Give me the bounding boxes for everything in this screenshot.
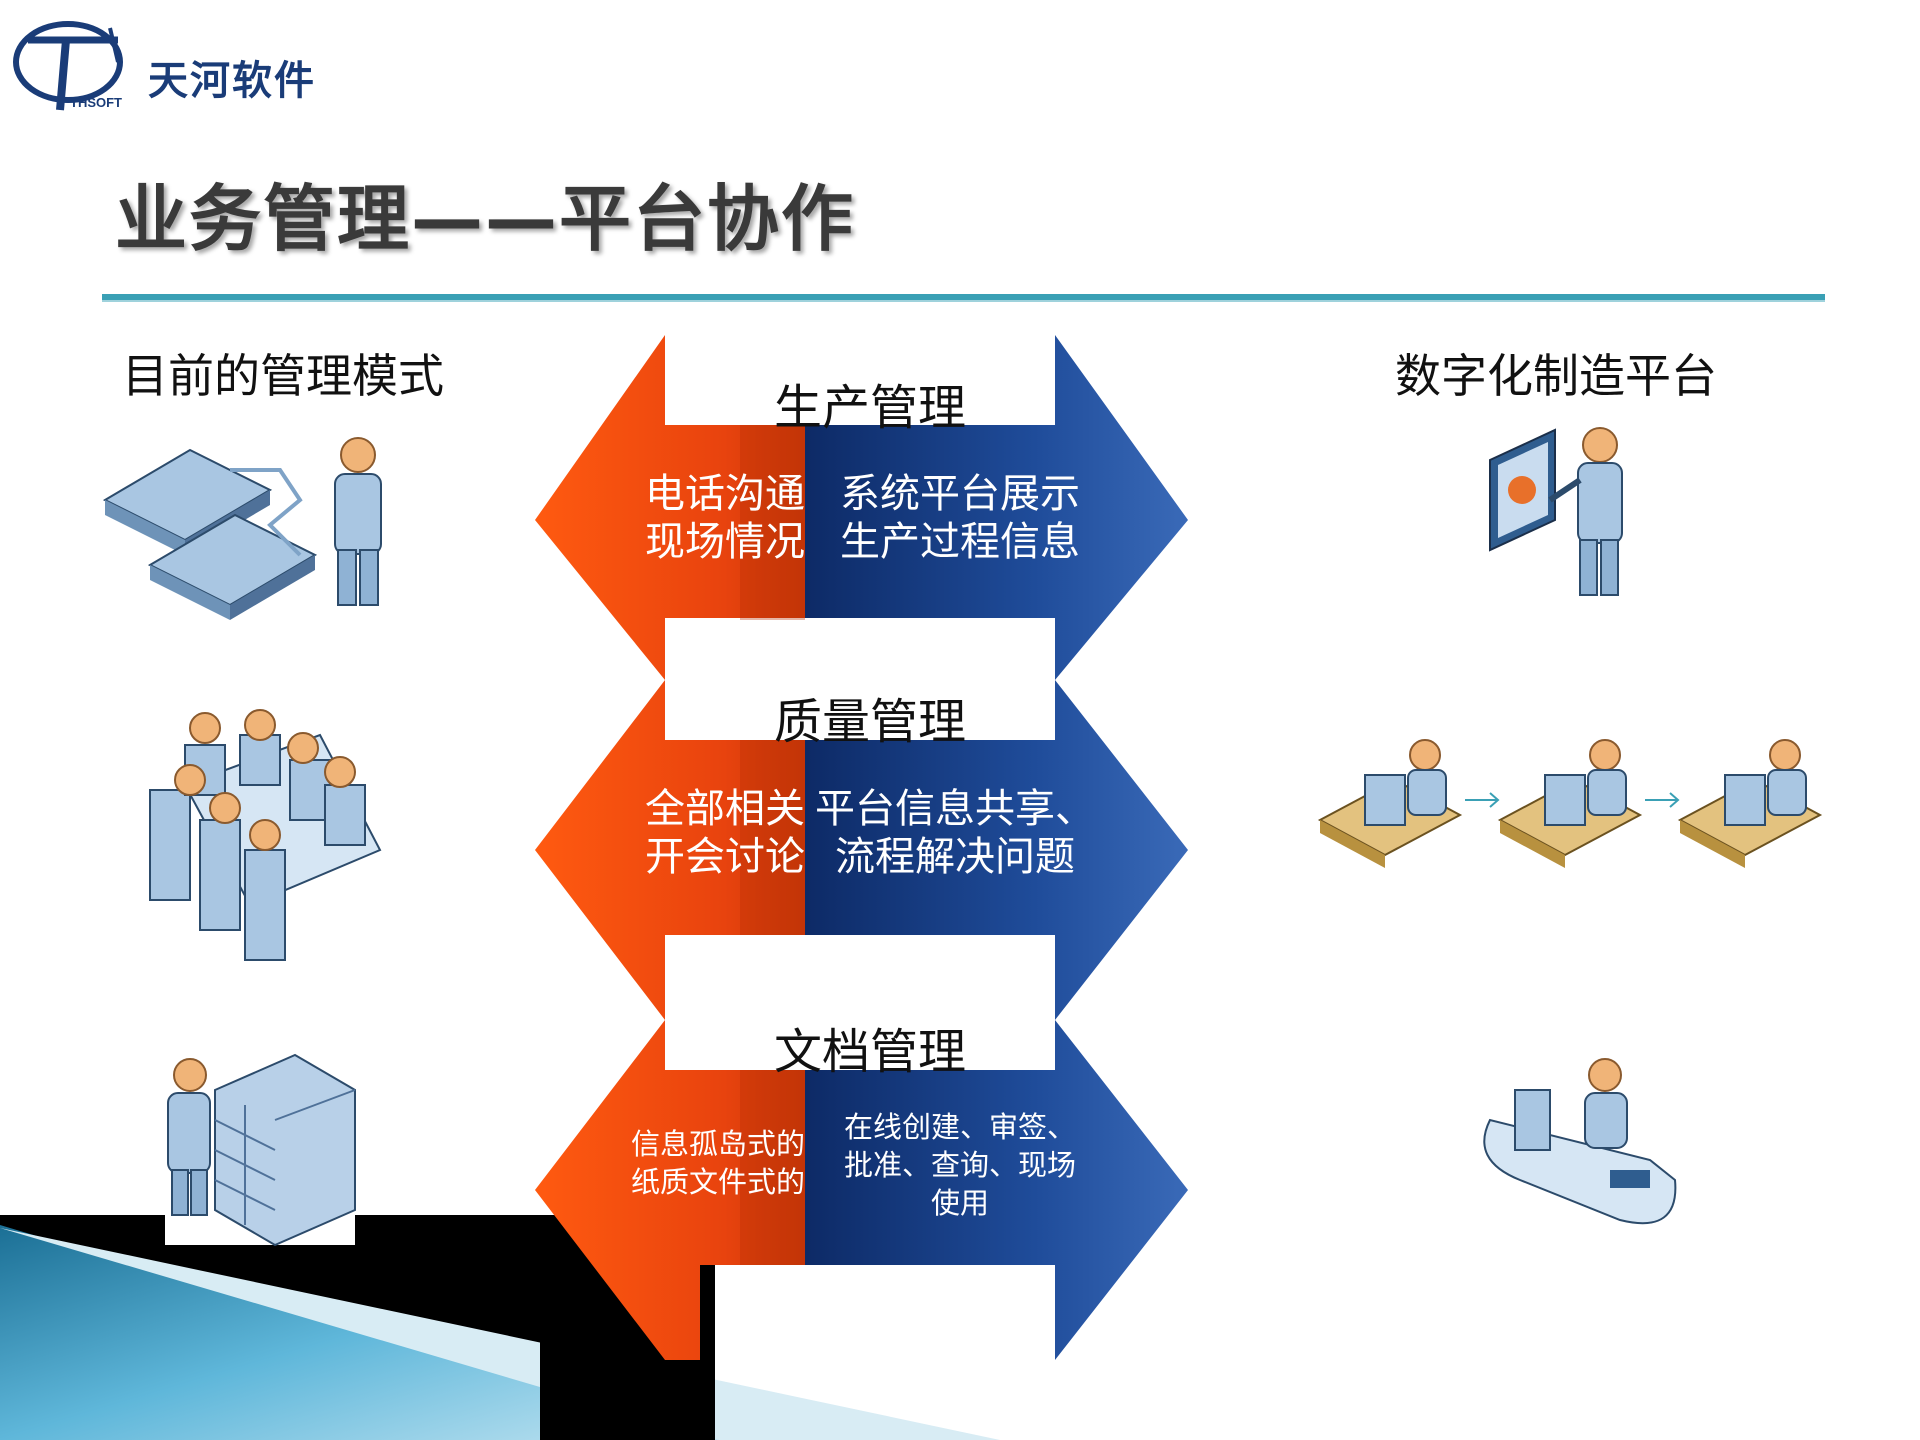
section-3-platform-line: 使用 <box>930 1186 989 1220</box>
section-2-current: 全部相关 开会讨论 <box>615 785 805 881</box>
section-1-current: 电话沟通 现场情况 <box>615 470 805 566</box>
orange-chevron-column <box>535 335 805 1360</box>
arrow-icon-2 <box>1645 792 1680 808</box>
section-2-platform-line: 流程解决问题 <box>835 834 1075 880</box>
title-divider <box>102 294 1825 302</box>
title-bar-2 <box>665 618 1055 740</box>
workstation-icon-3 <box>1677 739 1823 868</box>
document-cabinet-icon <box>165 1053 356 1247</box>
workstation-icon-1 <box>1317 739 1463 868</box>
section-title-quality: 质量管理 <box>773 694 966 750</box>
section-title-production: 生产管理 <box>773 380 966 436</box>
left-column-heading: 目前的管理模式 <box>122 349 444 403</box>
blue-chevron-column <box>805 335 1188 1360</box>
logo-mark-text: THSOFT <box>70 95 122 110</box>
online-desk-icon <box>1483 1058 1677 1225</box>
section-1-platform-line: 系统平台展示 <box>840 471 1080 517</box>
meeting-icon <box>149 709 382 961</box>
section-3-platform-line: 批准、查询、现场 <box>843 1148 1076 1182</box>
title-bar-1 <box>665 340 1055 425</box>
section-2-platform: 平台信息共享、 流程解决问题 <box>805 785 1105 881</box>
section-2-current-line: 开会讨论 <box>645 834 805 880</box>
presentation-icon <box>1489 427 1623 596</box>
section-3-current-line: 信息孤岛式的 <box>630 1127 805 1161</box>
person-icon <box>334 437 382 606</box>
thsoft-logo-icon <box>13 21 123 111</box>
section-3-platform: 在线创建、审签、 批准、查询、现场 使用 <box>810 1108 1110 1222</box>
section-2-platform-line: 平台信息共享、 <box>815 786 1095 832</box>
section-1-current-line: 电话沟通 <box>645 471 805 517</box>
arrow-icon-1 <box>1465 792 1500 808</box>
section-title-document: 文档管理 <box>773 1024 966 1080</box>
workstation-icon-2 <box>1497 739 1643 868</box>
telephone-icon <box>102 448 318 620</box>
company-name: 天河软件 <box>148 58 316 104</box>
section-3-current-line: 纸质文件式的 <box>630 1165 805 1199</box>
section-2-current-line: 全部相关 <box>645 786 805 832</box>
light-wedge <box>0 1228 1000 1440</box>
section-3-platform-line: 在线创建、审签、 <box>843 1110 1076 1144</box>
section-1-platform: 系统平台展示 生产过程信息 <box>810 470 1110 566</box>
title-bar-3 <box>665 935 1055 1070</box>
section-3-current: 信息孤岛式的 纸质文件式的 <box>600 1125 805 1201</box>
section-1-current-line: 现场情况 <box>645 519 805 565</box>
right-column-heading: 数字化制造平台 <box>1395 349 1717 403</box>
page-title: 业务管理——平台协作 <box>115 177 856 261</box>
section-1-platform-line: 生产过程信息 <box>840 519 1080 565</box>
